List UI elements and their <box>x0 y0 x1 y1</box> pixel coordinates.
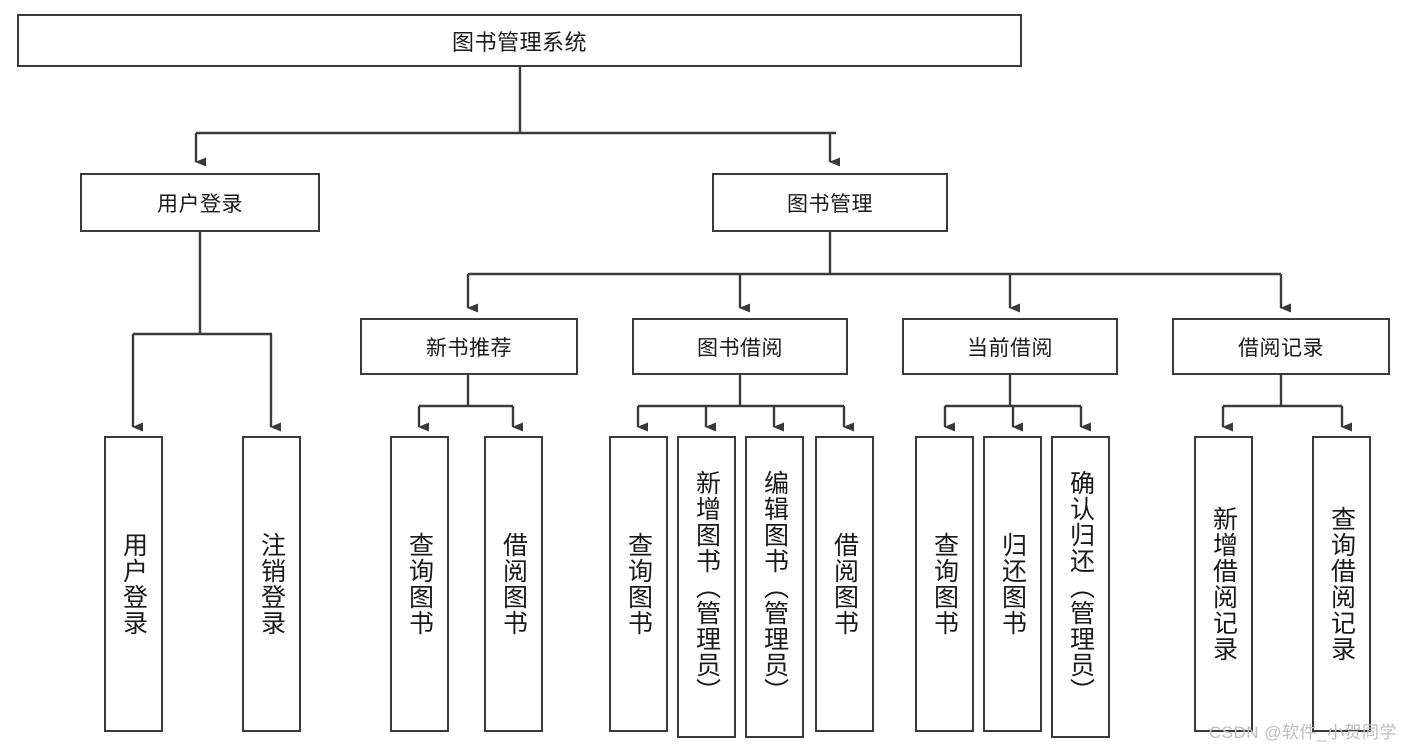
node-leaf-query-borrow-record-label: 查询借阅记录 <box>1327 506 1356 662</box>
node-book-manage-label: 图书管理 <box>787 192 873 216</box>
node-leaf-logout-label: 注销登录 <box>257 532 286 636</box>
node-root[interactable]: 图书管理系统 <box>17 14 1022 67</box>
node-leaf-confirm-return-admin[interactable]: 确认归还（管理员） <box>1051 436 1110 738</box>
node-leaf-query-book-3[interactable]: 查询图书 <box>915 436 974 732</box>
node-leaf-user-login[interactable]: 用户登录 <box>104 436 163 732</box>
node-book-manage[interactable]: 图书管理 <box>712 173 948 232</box>
node-leaf-query-book-1-label: 查询图书 <box>405 532 434 636</box>
node-leaf-borrow-book-1-label: 借阅图书 <box>499 532 528 636</box>
node-leaf-confirm-return-admin-label: 确认归还（管理员） <box>1066 470 1095 704</box>
node-current-borrow-label: 当前借阅 <box>967 336 1053 360</box>
node-leaf-query-borrow-record[interactable]: 查询借阅记录 <box>1312 436 1371 732</box>
node-book-borrow-label: 图书借阅 <box>697 336 783 360</box>
node-user-login-label: 用户登录 <box>157 192 243 216</box>
node-book-borrow[interactable]: 图书借阅 <box>632 318 848 375</box>
node-leaf-return-book-label: 归还图书 <box>998 532 1027 636</box>
node-leaf-query-book-2[interactable]: 查询图书 <box>609 436 668 732</box>
node-leaf-edit-book-admin[interactable]: 编辑图书（管理员） <box>745 436 804 738</box>
node-leaf-add-book-admin[interactable]: 新增图书（管理员） <box>677 436 736 738</box>
node-borrow-record[interactable]: 借阅记录 <box>1172 318 1390 375</box>
node-leaf-logout[interactable]: 注销登录 <box>242 436 301 732</box>
node-borrow-record-label: 借阅记录 <box>1238 336 1324 360</box>
node-new-book-rec-label: 新书推荐 <box>426 336 512 360</box>
node-leaf-edit-book-admin-label: 编辑图书（管理员） <box>760 470 789 704</box>
csdn-watermark: CSDN @软件_小贺同学 <box>1208 723 1397 742</box>
node-leaf-query-book-1[interactable]: 查询图书 <box>390 436 449 732</box>
node-leaf-query-book-2-label: 查询图书 <box>624 532 653 636</box>
node-current-borrow[interactable]: 当前借阅 <box>902 318 1118 375</box>
node-root-label: 图书管理系统 <box>451 29 587 55</box>
node-leaf-query-book-3-label: 查询图书 <box>930 532 959 636</box>
node-new-book-rec[interactable]: 新书推荐 <box>360 318 578 375</box>
node-leaf-borrow-book-2-label: 借阅图书 <box>830 532 859 636</box>
node-leaf-borrow-book-2[interactable]: 借阅图书 <box>815 436 874 732</box>
node-leaf-return-book[interactable]: 归还图书 <box>983 436 1042 732</box>
node-user-login[interactable]: 用户登录 <box>80 173 320 232</box>
node-leaf-add-borrow-record-label: 新增借阅记录 <box>1209 506 1238 662</box>
node-leaf-user-login-label: 用户登录 <box>119 532 148 636</box>
node-leaf-borrow-book-1[interactable]: 借阅图书 <box>484 436 543 732</box>
node-leaf-add-book-admin-label: 新增图书（管理员） <box>692 470 721 704</box>
node-leaf-add-borrow-record[interactable]: 新增借阅记录 <box>1194 436 1253 732</box>
